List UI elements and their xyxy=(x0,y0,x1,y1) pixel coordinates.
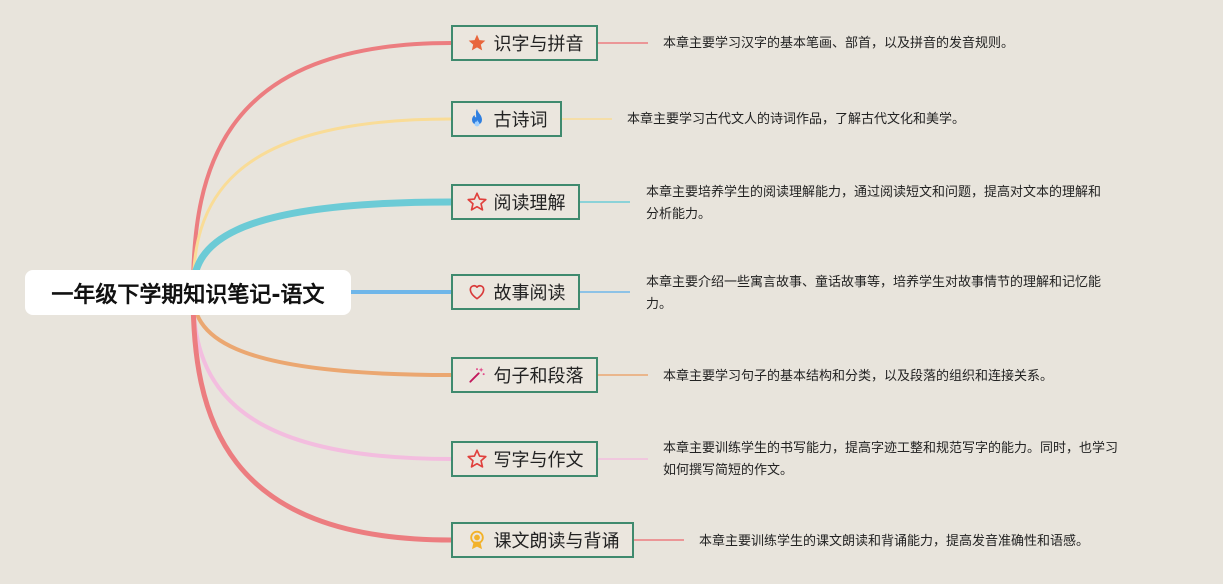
topic-label: 写字与作文 xyxy=(493,450,584,471)
description-line: 本章主要训练学生的课文朗读和背诵能力，提高发音准确性和语感。 xyxy=(699,534,1090,549)
root-topic-label: 一年级下学期知识笔记-语文 xyxy=(51,282,325,308)
topic-description: 本章主要培养学生的阅读理解能力，通过阅读短文和问题，提高对文本的理解和分析能力。 xyxy=(646,182,1101,226)
topic-node[interactable]: 识字与拼音 xyxy=(451,25,598,61)
magic-wand-icon xyxy=(466,364,488,386)
description-line: 本章主要培养学生的阅读理解能力，通过阅读短文和问题，提高对文本的理解和 xyxy=(646,185,1102,200)
description-line: 本章主要学习古代文人的诗词作品，了解古代文化和美学。 xyxy=(627,112,966,127)
topic-description: 本章主要训练学生的课文朗读和背诵能力，提高发音准确性和语感。 xyxy=(699,531,1089,553)
topic-label: 句子和段落 xyxy=(493,366,584,387)
topic-label: 阅读理解 xyxy=(493,193,566,214)
description-line: 本章主要训练学生的书写能力，提高字迹工整和规范写字的能力。同时，也学习 xyxy=(663,441,1119,456)
topic-description: 本章主要介绍一些寓言故事、童话故事等，培养学生对故事情节的理解和记忆能力。 xyxy=(646,272,1101,316)
heart-icon xyxy=(466,281,488,303)
topic-node[interactable]: 写字与作文 xyxy=(451,441,598,477)
fire-icon xyxy=(466,108,488,130)
topic-label: 故事阅读 xyxy=(493,283,566,304)
award-ribbon-icon xyxy=(466,529,488,551)
topic-node[interactable]: 古诗词 xyxy=(451,101,562,137)
description-line: 分析能力。 xyxy=(646,207,712,222)
topic-node[interactable]: 阅读理解 xyxy=(451,184,580,220)
star-outline-icon xyxy=(466,448,488,470)
description-line: 如何撰写简短的作文。 xyxy=(663,463,794,478)
topic-node[interactable]: 句子和段落 xyxy=(451,357,598,393)
topic-description: 本章主要学习句子的基本结构和分类，以及段落的组织和连接关系。 xyxy=(663,366,1053,388)
connector-curve xyxy=(191,41,453,294)
description-line: 力。 xyxy=(646,297,673,312)
topic-label: 课文朗读与背诵 xyxy=(493,531,620,552)
topic-label: 识字与拼音 xyxy=(493,34,584,55)
connector-curve xyxy=(191,117,453,294)
topic-node[interactable]: 课文朗读与背诵 xyxy=(451,522,634,558)
description-line: 本章主要学习句子的基本结构和分类，以及段落的组织和连接关系。 xyxy=(663,369,1054,384)
description-line: 本章主要介绍一些寓言故事、童话故事等，培养学生对故事情节的理解和记忆能 xyxy=(646,275,1102,290)
topic-node[interactable]: 故事阅读 xyxy=(451,274,580,310)
topic-description: 本章主要学习汉字的基本笔画、部首，以及拼音的发音规则。 xyxy=(663,33,1014,55)
description-line: 本章主要学习汉字的基本笔画、部首，以及拼音的发音规则。 xyxy=(663,36,1015,51)
topic-description: 本章主要学习古代文人的诗词作品，了解古代文化和美学。 xyxy=(627,109,965,131)
topic-label: 古诗词 xyxy=(493,110,548,131)
connector-curve xyxy=(190,289,454,543)
topic-description: 本章主要训练学生的书写能力，提高字迹工整和规范写字的能力。同时，也学习如何撰写简… xyxy=(663,438,1118,482)
star-filled-icon xyxy=(466,32,488,54)
root-topic[interactable]: 一年级下学期知识笔记-语文 xyxy=(25,270,351,315)
star-outline-icon xyxy=(466,191,488,213)
